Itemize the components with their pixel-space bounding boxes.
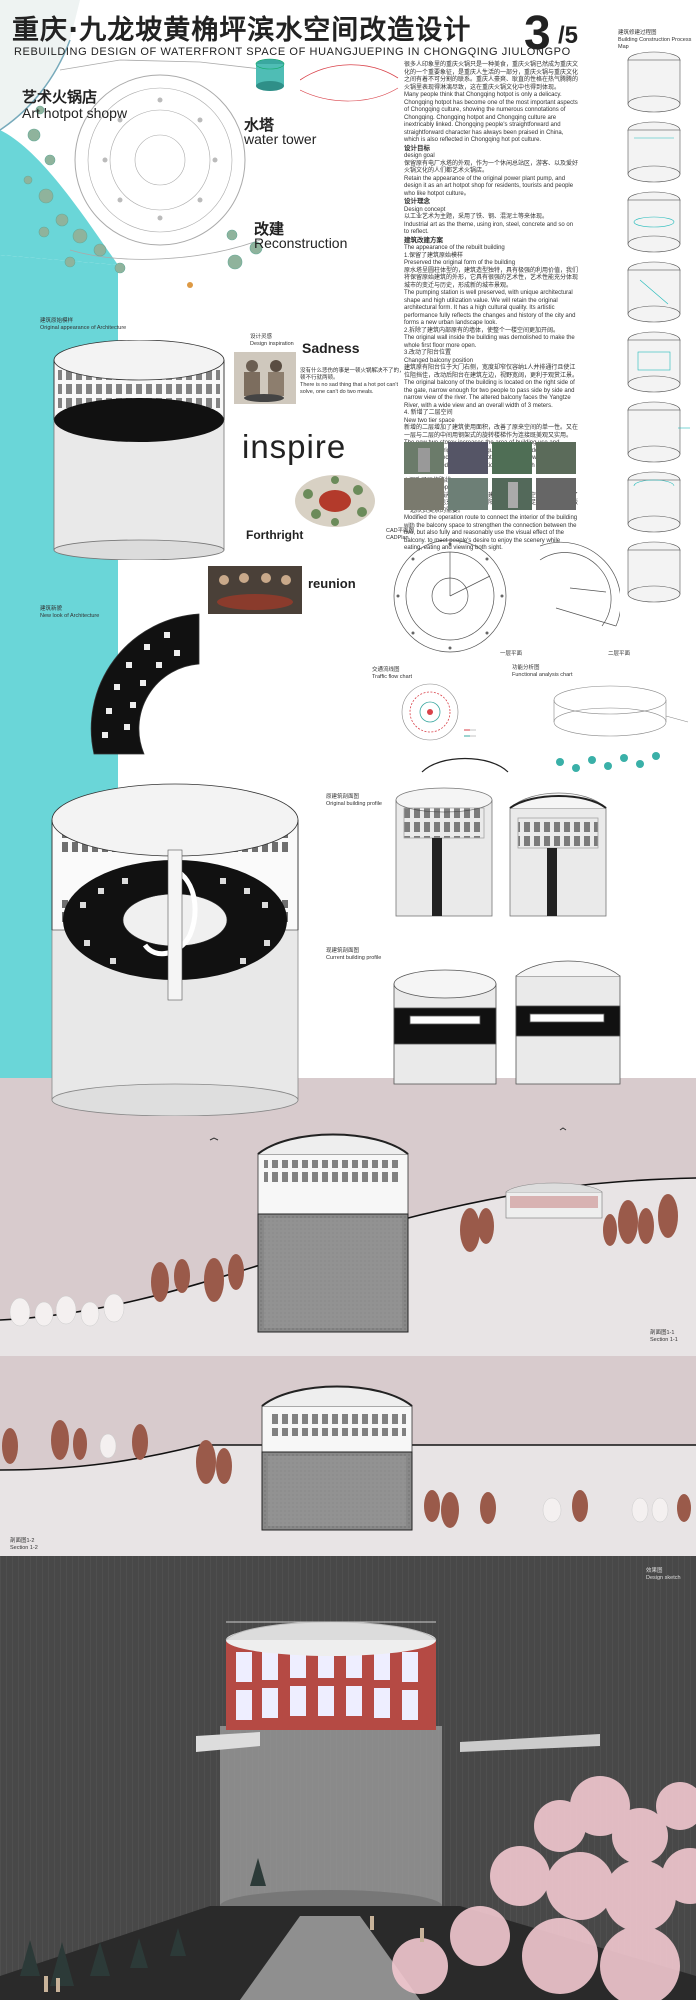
- p1-body-en: The pumping station is well preserved, w…: [404, 290, 576, 326]
- water-tower-icon: [255, 58, 285, 91]
- floor2-label: 二层平面: [608, 651, 631, 657]
- p3-body-cn: 建筑原有阳台位于大门右侧，宽度却窄仅容纳1人并排通行且使江位阻挡佳，改动后阳台在…: [404, 365, 579, 379]
- inspiration-heading-en: Design inspiration: [250, 341, 294, 347]
- tower-label-en: water tower: [244, 131, 317, 147]
- floor1-label: 一层平面: [500, 651, 523, 657]
- inspiration-heading-cn: 设计灵感: [250, 334, 273, 340]
- plan-heading-en: The appearance of the rebuilt building: [404, 245, 505, 251]
- original-heading-en: Original appearance of Architecture: [40, 325, 127, 331]
- mood-forthright: Forthright: [246, 528, 304, 542]
- mood-sadness-cn: 没有什么悲伤的事是一顿火锅解决不了的，一顿不行就两顿。: [300, 368, 411, 381]
- p5-body-cn: 调改了运作路线能更好地连接了建筑内部与阳台空间的联系加强了两者的联系，也充分合理…: [404, 492, 579, 514]
- concept-heading-en: Design concept: [404, 206, 446, 213]
- original-architecture-drawing: [53, 340, 225, 560]
- section1-label-en: Section 1-1: [650, 1337, 678, 1343]
- page-title: 重庆·九龙坡黄桷坪滨水空间改造设计: [12, 15, 472, 46]
- curprof-heading-cn: 现建筑剖面图: [326, 948, 360, 954]
- function-heading-cn: 功能分析图: [512, 665, 540, 671]
- p3-body-en: The original balcony of the building is …: [404, 380, 575, 409]
- p3-heading-cn: 3.改动了阳台位置: [404, 350, 452, 356]
- intro-cn: 很多人印象里的重庆火锅只是一种美食，重庆火锅已然成为重庆文化的一个重要象征，是重…: [404, 62, 579, 91]
- page-number: 3: [524, 7, 551, 60]
- process-heading-cn: 建筑修建过程图: [618, 30, 657, 36]
- mood-reunion: reunion: [308, 576, 356, 591]
- p4-body-cn: 新增的二层增加了建筑使用面积，改善了原来空间的单一性。又在一层与二层的中间用钢架…: [404, 425, 579, 439]
- tower-label-cn: 水塔: [244, 116, 275, 134]
- site-photos: [404, 442, 576, 510]
- hotpot-label-cn: 艺术火锅店: [22, 88, 98, 106]
- sketch-label-cn: 效果图: [646, 1568, 663, 1574]
- cad-plan-drawing: [393, 539, 620, 653]
- goal-heading-en: design goal: [404, 153, 435, 159]
- newlook-heading-en: New look of Architecture: [40, 613, 100, 619]
- route-arrow-icon: [300, 64, 399, 102]
- hotpot-dishes-photo: [295, 475, 375, 527]
- section2-label-en: Section 1-2: [10, 1545, 38, 1551]
- p1-heading-cn: 1.保留了建筑原始模样: [404, 252, 464, 259]
- section1-label-cn: 剖面图1-1: [650, 1330, 675, 1336]
- newlook-heading-cn: 建筑新貌: [40, 606, 63, 612]
- profile-arc-icon: [421, 758, 509, 773]
- traffic-heading-en: Traffic flow chart: [372, 674, 413, 680]
- page-subtitle: REBUILDING DESIGN OF WATERFRONT SPACE OF…: [14, 46, 571, 58]
- curprof-heading-en: Current building profile: [326, 955, 382, 961]
- traffic-flow-drawing: [401, 683, 476, 741]
- design-render: [0, 1621, 696, 2000]
- new-floor-fan-drawing: [90, 613, 200, 755]
- p2-en: The original wall inside the building wa…: [404, 335, 575, 349]
- hotpot-gathering-photo: [208, 566, 302, 614]
- intro-en: Many people think that Chongqing hotpot …: [404, 92, 578, 143]
- origprof-heading-en: Original building profile: [326, 801, 382, 807]
- p2-cn: 2.拆除了建筑内部原有的墙体，使整个一楼空间更加开阔。: [404, 327, 560, 334]
- function-heading-en: Functional analysis chart: [512, 672, 573, 678]
- cad-heading-en: CADPlan: [386, 535, 409, 541]
- p3-heading-en: Changed balcony position: [404, 357, 474, 364]
- function-analysis-drawing: [553, 685, 689, 772]
- goal-body-en: Retain the appearance of the original po…: [404, 175, 574, 197]
- p1-body-cn: 原水塔呈圆柱体型的，建筑造型独特，具有极强的利用价值，我们将保留原始建筑的外形，…: [404, 267, 579, 289]
- recon-label-en: Reconstruction: [254, 235, 348, 251]
- current-profile-drawing: [393, 960, 621, 1085]
- goal-body-cn: 保留原有电厂水塔的外观，作为一个休闲总站区，游客、以及爱好火锅文化的人们都艺术火…: [404, 160, 579, 175]
- section2-label-cn: 剖面图1-2: [10, 1538, 35, 1544]
- concept-body-cn: 以工业艺术为主题，采用了铁、钢、混泥土等来体现。: [404, 214, 549, 220]
- original-profile-drawing: [395, 787, 607, 917]
- p4-heading-cn: 4. 新增了二层空间: [404, 410, 453, 416]
- section-1-2-drawing: [2, 1385, 691, 1531]
- recon-label-cn: 改建: [254, 220, 285, 238]
- new-look-cylinder-drawing: [51, 783, 299, 1116]
- hotpot-label-en: Art hotpot shopw: [22, 105, 128, 121]
- cad-heading-cn: CAD平面图: [386, 528, 415, 534]
- p1-heading-en: Preserved the original form of the build…: [404, 260, 516, 266]
- mood-inspire: inspire: [242, 428, 347, 465]
- mood-sadness: Sadness: [302, 340, 360, 356]
- traffic-heading-cn: 交通流线图: [372, 667, 400, 673]
- hotpot-people-photo: [234, 352, 296, 404]
- concept-body-en: Industrial art as the theme, using iron,…: [404, 221, 574, 236]
- sketch-label-en: Design sketch: [646, 1575, 681, 1581]
- section-1-1-drawing: [9, 1127, 678, 1333]
- concept-heading-cn: 设计理念: [404, 198, 430, 205]
- process-diagrams: [627, 51, 690, 603]
- description-column: 很多人印象里的重庆火锅只是一种美食，重庆火锅已然成为重庆文化的一个重要象征，是重…: [404, 62, 578, 553]
- page-total: /5: [558, 22, 579, 49]
- plan-heading-cn: 建筑改建方案: [404, 236, 443, 244]
- mood-sadness-en: There is no sad thing that a hot pot can…: [300, 382, 398, 395]
- p4-heading-en: New two tier space: [404, 417, 455, 424]
- origprof-heading-cn: 原建筑剖面图: [326, 794, 360, 800]
- original-heading-cn: 建筑原始模样: [40, 318, 74, 324]
- process-heading-en: Building Construction Process Map: [618, 37, 692, 50]
- p5-body-en: Modified the operation route to connect …: [404, 515, 578, 551]
- site-plan-drawing: [23, 59, 271, 288]
- goal-heading-cn: 设计目标: [404, 144, 430, 152]
